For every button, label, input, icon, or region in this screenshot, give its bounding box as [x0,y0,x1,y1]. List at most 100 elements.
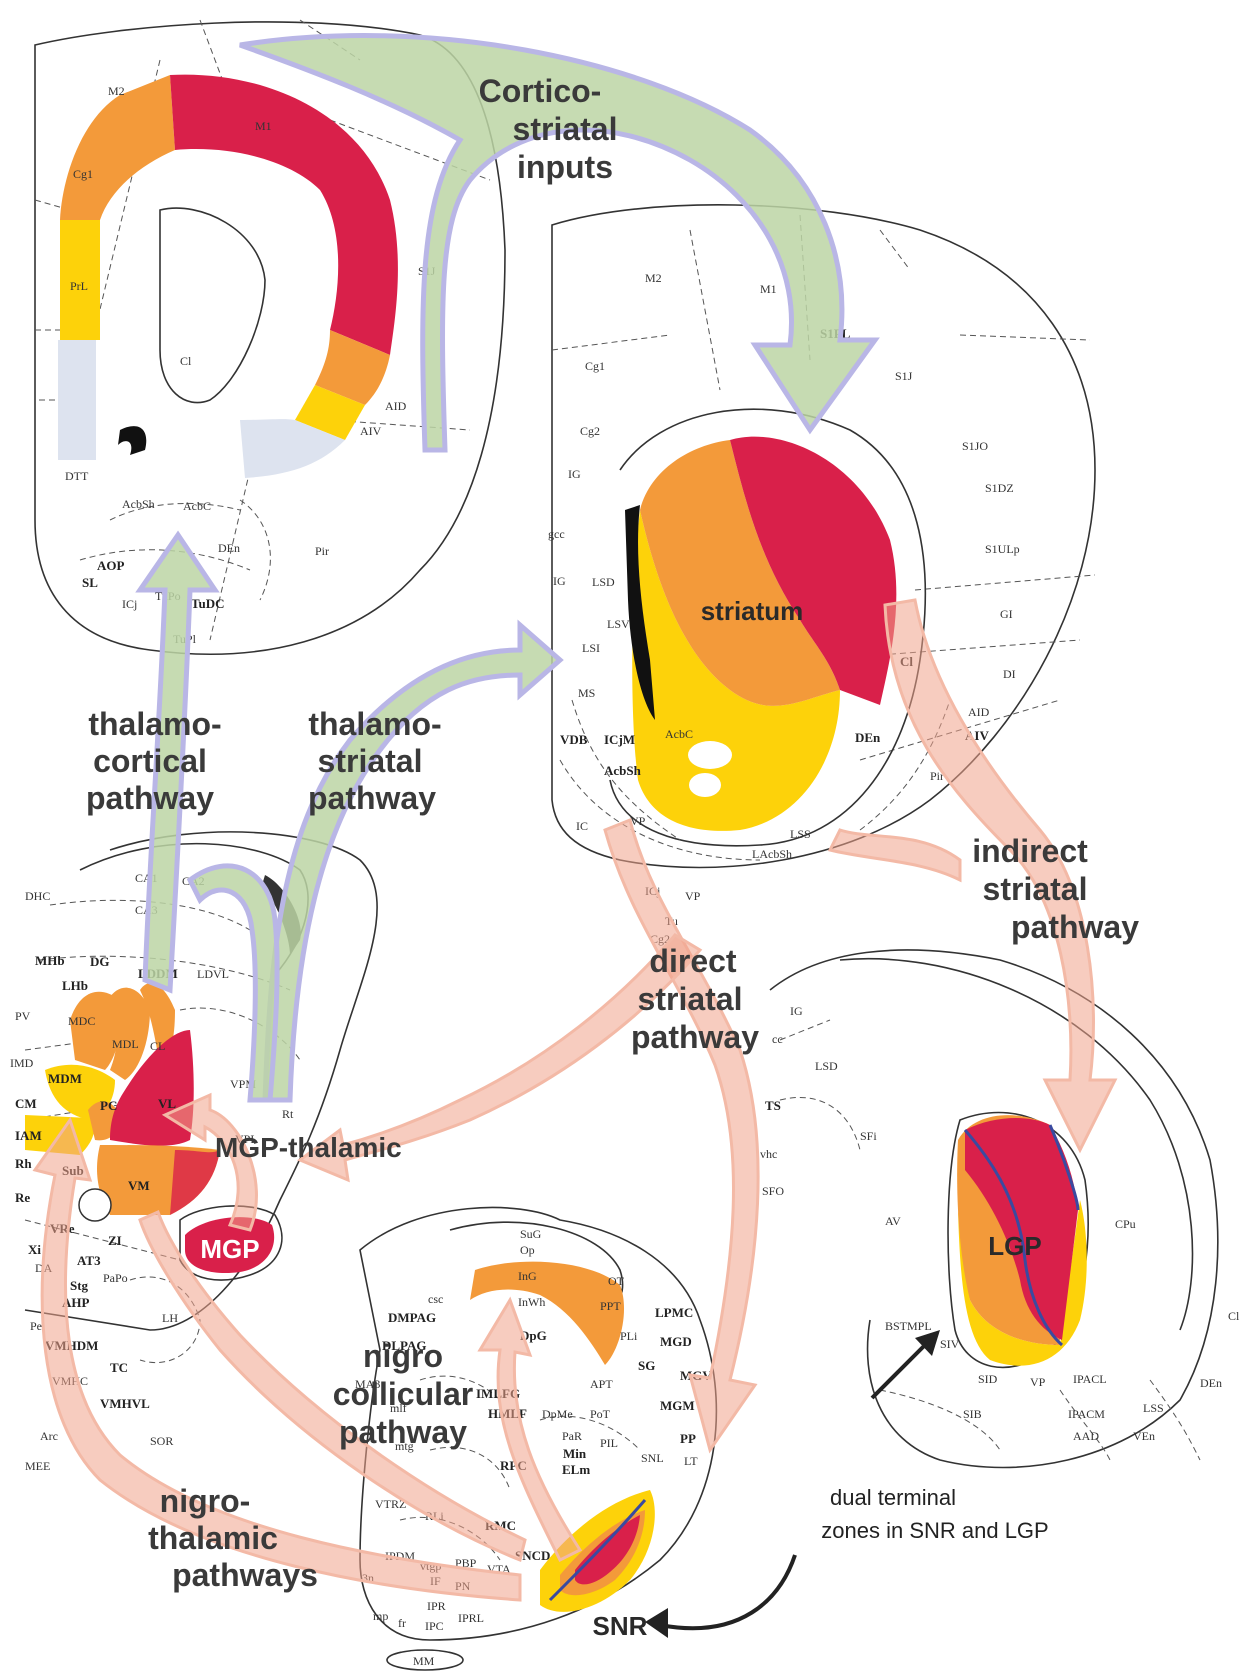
svg-text:ZI: ZI [108,1233,122,1248]
svg-text:LSI: LSI [582,641,600,655]
svg-text:LSD: LSD [592,575,615,589]
nigrocollicular-label: nigro collicular pathway [333,1338,474,1450]
svg-text:mp: mp [373,1609,388,1623]
direct-label-line3: pathway [631,1019,759,1055]
nigrothalamic-label-line3: pathways [172,1557,318,1593]
svg-text:LDVL: LDVL [197,967,229,981]
indirect-label-line2: striatal [983,871,1088,907]
thalamostriatal-label: thalamo- striatal pathway [308,706,442,816]
svg-text:TuDC: TuDC [191,596,224,611]
svg-text:BSTMPL: BSTMPL [885,1319,932,1333]
svg-text:TS: TS [765,1098,781,1113]
svg-text:VL: VL [158,1096,176,1111]
svg-text:DEn: DEn [1200,1376,1222,1390]
svg-text:IAM: IAM [15,1128,42,1143]
svg-text:SG: SG [638,1358,655,1373]
nigrothalamic-label-line2: thalamic [148,1520,278,1556]
svg-text:AcbSh: AcbSh [604,763,642,778]
svg-text:SuG: SuG [520,1227,542,1241]
svg-text:SOR: SOR [150,1434,173,1448]
indirect-pathway-label: indirect striatal pathway [972,833,1139,945]
svg-text:AID: AID [968,705,990,719]
svg-text:OT: OT [608,1274,625,1288]
svg-text:AcbC: AcbC [183,499,211,513]
svg-text:SIB: SIB [963,1407,982,1421]
nigrocollicular-label-line1: nigro [363,1338,443,1374]
svg-text:VP: VP [1030,1375,1046,1389]
svg-text:DMPAG: DMPAG [388,1310,436,1325]
svg-text:PrL: PrL [70,279,88,293]
nigrocollicular-label-line2: collicular [333,1376,474,1412]
svg-text:IG: IG [790,1004,803,1018]
thalamocortical-label-line1: thalamo- [88,706,221,742]
svg-text:MGM: MGM [660,1398,695,1413]
svg-text:IC: IC [576,819,588,833]
corticostriatal-label-line3: inputs [517,149,613,185]
svg-text:LPMC: LPMC [655,1305,693,1320]
direct-pathway-label: direct striatal pathway [631,943,759,1055]
svg-text:IPACL: IPACL [1073,1372,1107,1386]
svg-text:PLi: PLi [620,1329,638,1343]
svg-text:SL: SL [82,575,98,590]
svg-text:S1JO: S1JO [962,439,988,453]
svg-text:PoT: PoT [590,1407,611,1421]
svg-text:PC: PC [100,1098,117,1113]
svg-text:CPu: CPu [1115,1217,1136,1231]
dual-terminal-label-line2: zones in SNR and LGP [821,1518,1048,1543]
mgp-label: MGP [200,1234,259,1264]
svg-text:VEn: VEn [1133,1429,1155,1443]
svg-text:AcbSh: AcbSh [122,497,155,511]
svg-text:IPC: IPC [425,1619,444,1633]
svg-text:DHC: DHC [25,889,50,903]
svg-text:DpMe: DpMe [542,1407,573,1421]
svg-text:PaR: PaR [562,1429,582,1443]
svg-text:SFi: SFi [860,1129,877,1143]
svg-text:LSD: LSD [815,1059,838,1073]
direct-pathway-arrow [605,820,758,1450]
svg-text:PPT: PPT [600,1299,621,1313]
svg-text:DI: DI [1003,667,1016,681]
corticostriatal-label-line2: striatal [513,111,618,147]
svg-text:ICj: ICj [122,597,137,611]
svg-text:IG: IG [553,574,566,588]
svg-text:PIL: PIL [600,1436,618,1450]
svg-text:Xi: Xi [28,1242,41,1257]
svg-text:AcbC: AcbC [665,727,693,741]
indirect-label-line1: indirect [972,833,1088,869]
nigrocollicular-label-line3: pathway [339,1414,467,1450]
svg-text:DTT: DTT [65,469,89,483]
corticostriatal-label-line1: Cortico- [479,73,602,109]
dual-terminal-label: dual terminal zones in SNR and LGP [821,1485,1048,1543]
svg-text:APT: APT [590,1377,613,1391]
thalamocortical-label-line2: cortical [93,743,207,779]
svg-text:LT: LT [684,1454,698,1468]
svg-text:InG: InG [518,1269,537,1283]
svg-text:cc: cc [772,1032,783,1046]
svg-text:SIV: SIV [940,1337,960,1351]
svg-text:Cl: Cl [180,354,192,368]
svg-text:VM: VM [128,1178,150,1193]
svg-text:AID: AID [385,399,407,413]
svg-text:CL: CL [150,1039,165,1053]
svg-text:MDL: MDL [112,1037,139,1051]
svg-text:IMD: IMD [10,1056,34,1070]
svg-text:PV: PV [15,1009,31,1023]
svg-text:MDM: MDM [48,1071,82,1086]
svg-text:LSS: LSS [1143,1401,1164,1415]
svg-text:M2: M2 [108,84,125,98]
svg-text:AIV: AIV [360,424,382,438]
svg-text:LSV: LSV [607,617,630,631]
thalamocortical-label: thalamo- cortical pathway [86,706,222,816]
svg-text:Pe: Pe [30,1319,42,1333]
svg-text:IPRL: IPRL [458,1611,484,1625]
svg-text:Op: Op [520,1243,535,1257]
svg-text:MGD: MGD [660,1334,692,1349]
svg-text:Stg: Stg [70,1278,89,1293]
svg-text:SID: SID [978,1372,998,1386]
svg-text:ELm: ELm [562,1462,590,1477]
lgp-section: IG cc LSD TS SFi vhc SFO AV CPu BSTMPL S… [760,950,1240,1468]
svg-text:DEn: DEn [218,541,240,555]
pathway-arrows [35,36,1115,1600]
svg-text:Min: Min [563,1446,587,1461]
